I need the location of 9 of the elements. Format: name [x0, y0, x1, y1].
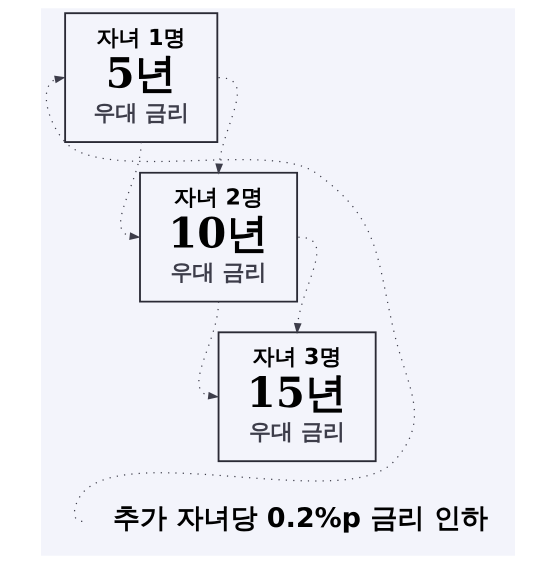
- arrow: [214, 77, 238, 175]
- arrow: [293, 236, 317, 334]
- arrow: [198, 302, 219, 400]
- arrow: [45, 76, 414, 522]
- arrow: [120, 142, 142, 240]
- node-box: 자녀 1명 5년 우대 금리: [64, 12, 218, 143]
- node-box: 자녀 2명 10년 우대 금리: [138, 172, 298, 303]
- node-text: 추가 자녀당 0.2%p 금리 인하: [112, 503, 488, 534]
- node-box: 자녀 3명 15년 우대 금리: [217, 331, 376, 462]
